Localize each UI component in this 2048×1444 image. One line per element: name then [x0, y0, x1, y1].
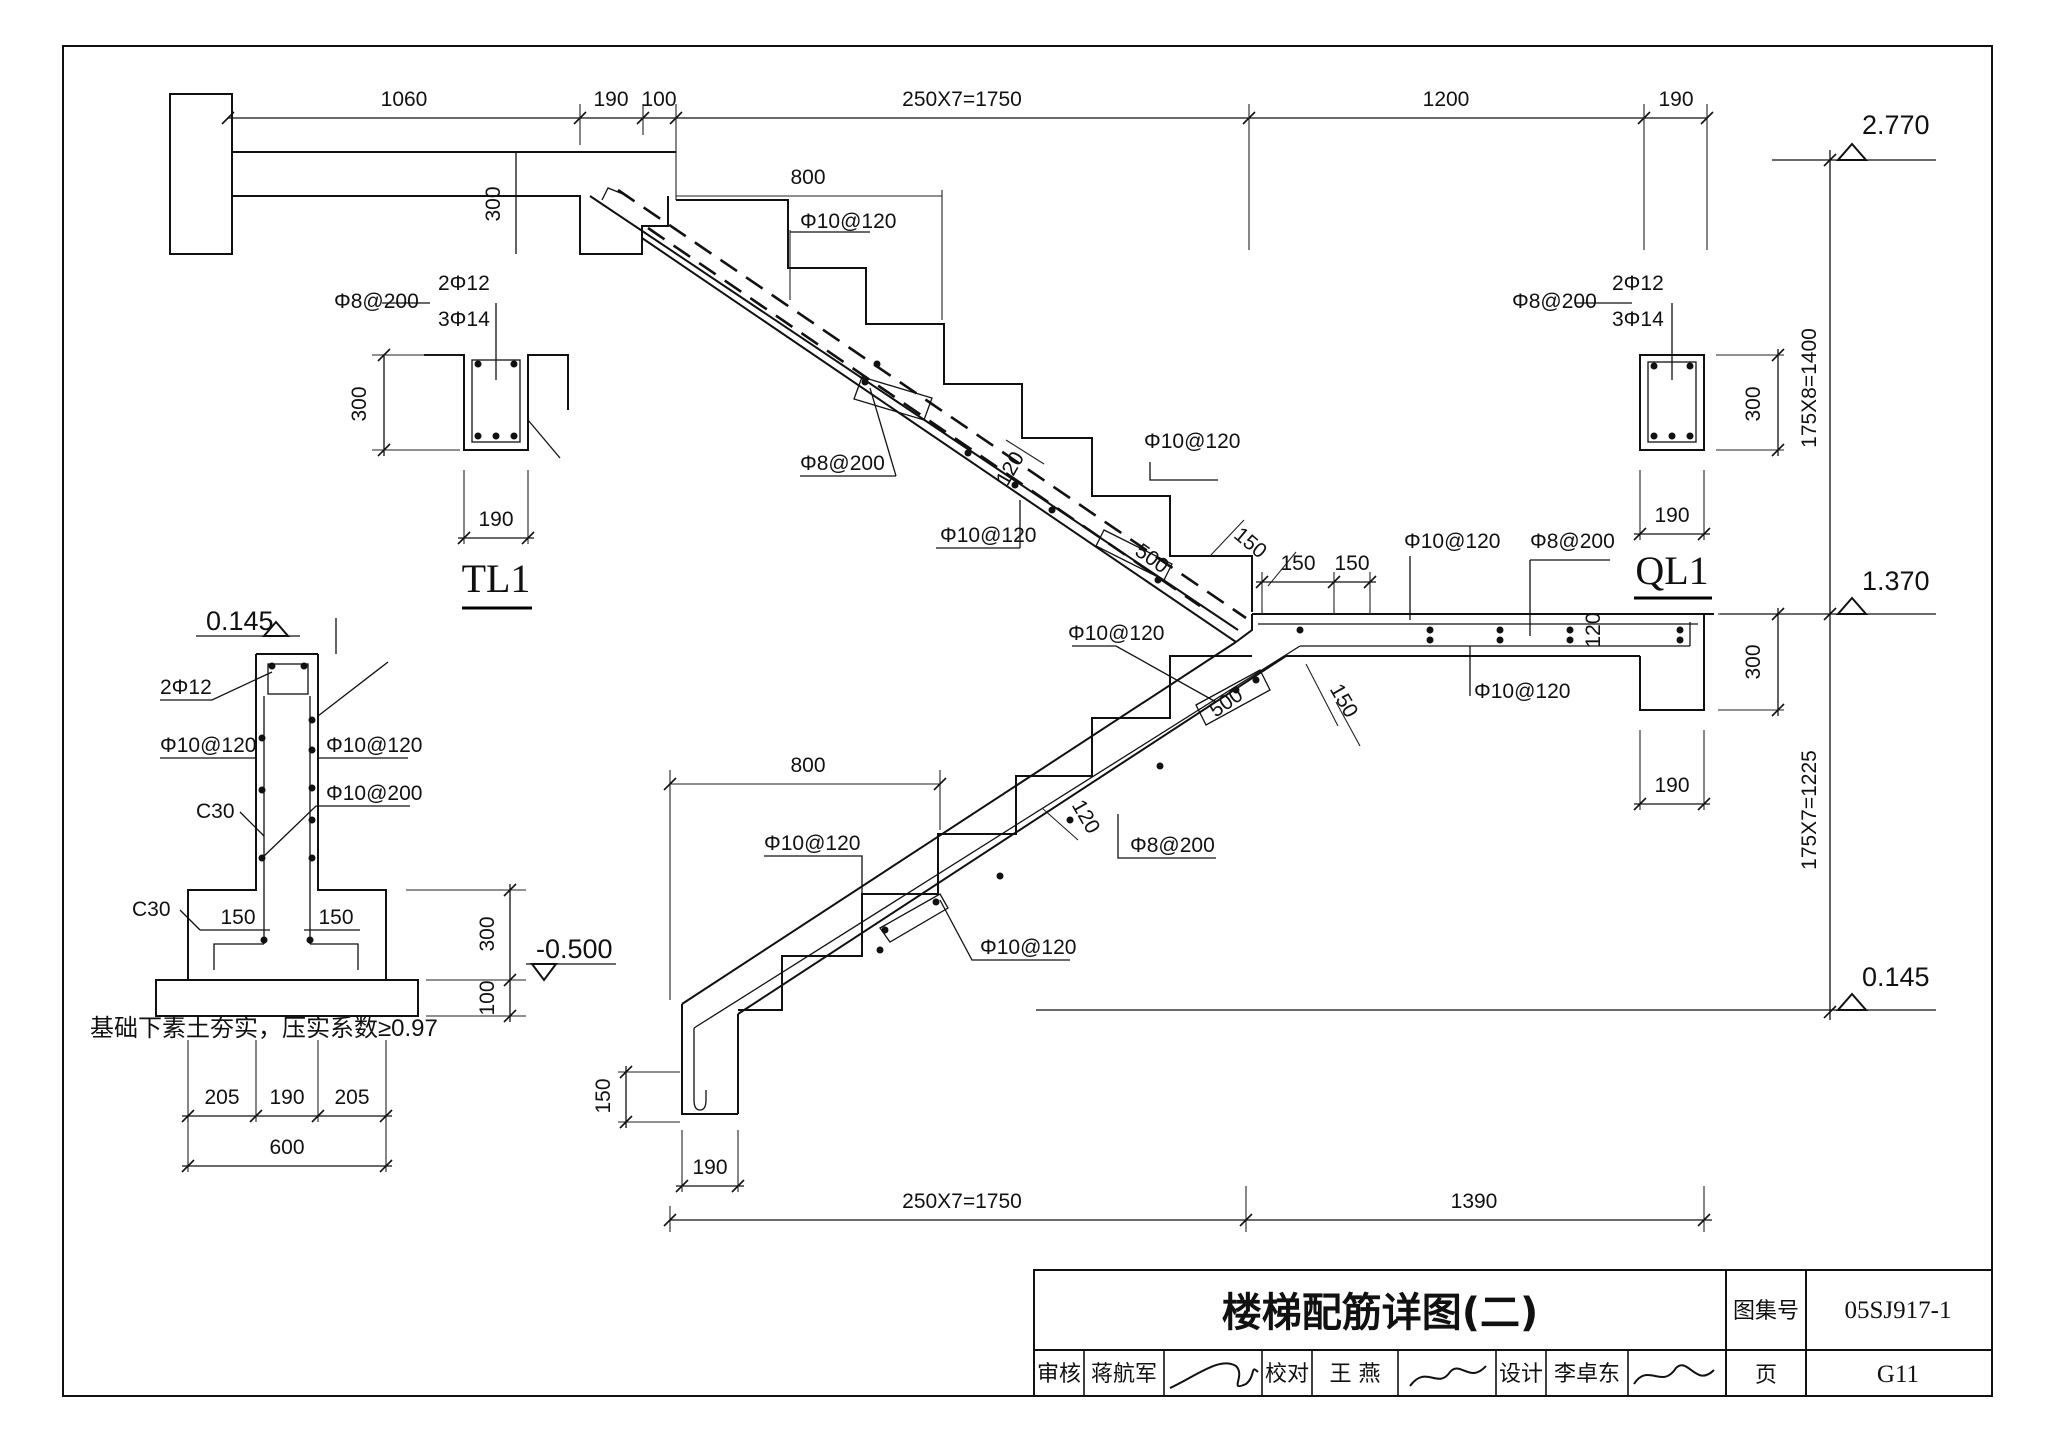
bottom-dimension-chain: 250X7=1750 1390	[663, 1186, 1712, 1232]
ql1-name: QL1	[1635, 548, 1708, 593]
page-number: G11	[1877, 1361, 1919, 1388]
landing-rebar-bottom: Φ10@120	[1474, 680, 1570, 703]
lower-rebar-top: Φ10@120	[764, 832, 860, 855]
landing-thickness: 120	[1582, 612, 1605, 647]
top-dim-190: 190	[593, 88, 628, 111]
ql1-top-bar: 2Φ12	[1612, 272, 1664, 295]
landing-slab: 150 150 Φ10@120 Φ8@200 Φ10@120 120 300 1…	[1235, 530, 1785, 811]
check-label: 校对	[1265, 1362, 1309, 1387]
foundation-w205a: 205	[204, 1086, 239, 1109]
upper-wall-and-slab: 300	[169, 93, 676, 255]
lower-dim-190: 190	[692, 1156, 727, 1179]
beam-ql1-section: Φ8@200 2Φ12 3Φ14 300 190 QL1	[1512, 272, 1785, 600]
lower-rebar-landing: Φ10@120	[1068, 622, 1164, 645]
review-signature	[1169, 1362, 1259, 1389]
top-dim-1060: 1060	[381, 88, 428, 111]
atlas-number: 05SJ917-1	[1845, 1297, 1952, 1324]
top-dim-1200: 1200	[1423, 88, 1470, 111]
foundation-rebar-left: Φ10@120	[160, 734, 256, 757]
ql1-bottom-bar: 3Φ14	[1612, 308, 1664, 331]
upper-rebar-top: Φ10@120	[800, 210, 896, 233]
top-dimension-chain: 1060 190 100 250X7=1750 1200 190	[221, 88, 1714, 250]
tl1-stirrup: Φ8@200	[334, 290, 419, 313]
drawing-frame	[62, 45, 1993, 1397]
lower-dim-150: 150	[1325, 680, 1362, 722]
landing-rebar-top: Φ10@120	[1404, 530, 1500, 553]
lower-rebar-dist: Φ8@200	[1130, 834, 1215, 857]
tl1-name: TL1	[462, 556, 531, 601]
foundation-top-bar: 2Φ12	[160, 676, 212, 699]
landing-dim-150a: 150	[1280, 552, 1315, 575]
foundation-rebar-dist: Φ10@200	[326, 782, 422, 805]
elevation-2770-label: 2.770	[1862, 110, 1930, 140]
foundation-elev-top: 0.145	[206, 606, 274, 636]
tl1-top-bar: 2Φ12	[438, 272, 490, 295]
atlas-label: 图集号	[1733, 1299, 1799, 1324]
foundation-w600: 600	[269, 1136, 304, 1159]
vdim-1225: 175X7=1225	[1798, 750, 1821, 870]
foundation-elev-bottom: -0.500	[536, 934, 613, 964]
landing-beam-height: 300	[1742, 644, 1765, 679]
foundation-concrete-base: C30	[132, 898, 171, 921]
upper-flight: 800 Φ10@120 Φ8@200 120 Φ10@120 Φ10@120 5…	[589, 166, 1297, 643]
foundation-h100: 100	[476, 980, 499, 1015]
landing-beam-width: 190	[1654, 774, 1689, 797]
upper-dim-300: 300	[482, 186, 505, 221]
beam-tl1-section: Φ8@200 2Φ12 3Φ14 300 190 TL1	[334, 272, 569, 610]
foundation-w205b: 205	[334, 1086, 369, 1109]
foundation-step-left: 150	[220, 906, 255, 929]
tl1-height: 300	[348, 386, 371, 421]
title-block: 楼梯配筋详图(二) 图集号 05SJ917-1 页 G11 审核 蒋航军 校对 …	[1033, 1269, 1993, 1397]
lower-dim-500: 500	[1205, 683, 1247, 722]
lower-thickness: 120	[1067, 796, 1104, 838]
lower-flight: 500 150 Φ10@120 800 Φ10@120 120 Φ8@200 Φ…	[592, 622, 1362, 1193]
lower-dim-800: 800	[790, 754, 825, 777]
foundation-h300: 300	[476, 916, 499, 951]
page-label: 页	[1755, 1363, 1777, 1388]
drawing-title: 楼梯配筋详图(二)	[1222, 1290, 1539, 1336]
right-vertical-dims: 175X8=1400 175X7=1225	[1798, 150, 1837, 1020]
landing-dim-150b: 150	[1334, 552, 1369, 575]
upper-dim-800: 800	[790, 166, 825, 189]
design-signature	[1633, 1364, 1715, 1385]
tl1-bottom-bar: 3Φ14	[438, 308, 490, 331]
foundation-step-right: 150	[318, 906, 353, 929]
review-name: 蒋航军	[1091, 1362, 1157, 1387]
check-signature	[1409, 1365, 1487, 1387]
foundation-w190: 190	[269, 1086, 304, 1109]
foundation-concrete: C30	[196, 800, 235, 823]
elevation-1370-label: 1.370	[1862, 566, 1930, 596]
elevation-1370: 1.370	[1720, 566, 1936, 615]
ql1-stirrup: Φ8@200	[1512, 290, 1597, 313]
design-name: 李卓东	[1554, 1362, 1620, 1387]
ql1-height: 300	[1742, 386, 1765, 421]
upper-rebar-dist: Φ8@200	[800, 452, 885, 475]
upper-rebar-upper-right: Φ10@120	[1144, 430, 1240, 453]
lower-dim-150-hook: 150	[592, 1078, 615, 1113]
foundation-rebar-right: Φ10@120	[326, 734, 422, 757]
landing-rebar-dist: Φ8@200	[1530, 530, 1615, 553]
upper-thickness: 120	[992, 448, 1029, 490]
foundation-note: 基础下素土夯实，压实系数≥0.97	[90, 1015, 438, 1042]
elevation-2770: 2.770	[1772, 110, 1936, 161]
elevation-0145: 0.145	[1036, 962, 1936, 1011]
lower-rebar-bottom: Φ10@120	[980, 936, 1076, 959]
check-name: 王 燕	[1330, 1362, 1381, 1387]
top-dim-100: 100	[641, 88, 676, 111]
top-dim-1750: 250X7=1750	[902, 88, 1022, 111]
tl1-width: 190	[478, 508, 513, 531]
foundation-section: 0.145 2Φ12 Φ10@120 Φ10@120 Φ10@200 C30 C…	[90, 606, 616, 1173]
ql1-width: 190	[1654, 504, 1689, 527]
elevation-0145-label: 0.145	[1862, 962, 1930, 992]
top-dim-190-right: 190	[1658, 88, 1693, 111]
bottom-dim-1750: 250X7=1750	[902, 1190, 1022, 1213]
review-label: 审核	[1037, 1362, 1081, 1387]
upper-rebar-bottom: Φ10@120	[940, 524, 1036, 547]
vdim-1400: 175X8=1400	[1798, 328, 1821, 448]
bottom-dim-1390: 1390	[1451, 1190, 1498, 1213]
design-label: 设计	[1499, 1362, 1543, 1387]
